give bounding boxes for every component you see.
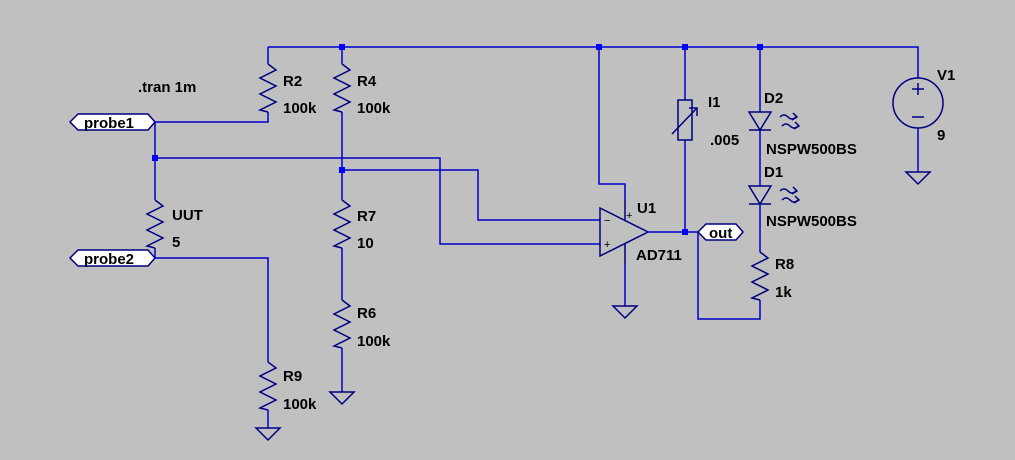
R8-name: R8 [775, 256, 794, 273]
R8-value: 1k [775, 284, 792, 301]
resistor-R9[interactable]: R9 100k [257, 361, 317, 413]
led-D1[interactable]: D1 NSPW500BS [747, 164, 857, 230]
U1-value: AD711 [636, 247, 682, 264]
out-label: out [709, 225, 732, 242]
UUT-value: 5 [172, 234, 180, 251]
net-label-out[interactable]: out [696, 223, 744, 242]
ground-icon [611, 305, 639, 320]
R2-name: R2 [283, 73, 302, 90]
resistor-R2[interactable]: R2 100k [257, 63, 317, 117]
R6-value: 100k [357, 333, 391, 350]
U1-supply-plus-pin: + [626, 210, 632, 222]
R4-value: 100k [357, 100, 391, 117]
U1-name: U1 [637, 200, 656, 217]
V1-value: 9 [937, 127, 945, 144]
resistor-R4[interactable]: R4 100k [331, 63, 391, 117]
I1-name: I1 [708, 94, 721, 111]
probe1-label: probe1 [84, 115, 134, 132]
resistor-R6[interactable]: R6 100k [331, 299, 391, 350]
D1-value: NSPW500BS [766, 213, 857, 230]
D1-name: D1 [764, 164, 783, 181]
R2-value: 100k [283, 100, 317, 117]
resistor-R7[interactable]: R7 10 [331, 199, 376, 252]
U1-noninverting-pin: + [604, 239, 610, 251]
ground-icon [328, 391, 356, 406]
D2-name: D2 [764, 90, 783, 107]
junction-dots [152, 44, 763, 235]
current-source-I1[interactable]: I1 .005 [671, 94, 739, 149]
R7-name: R7 [357, 208, 376, 225]
wires [154, 46, 919, 428]
U1-inverting-pin: − [604, 215, 610, 227]
D2-value: NSPW500BS [766, 141, 857, 158]
R9-value: 100k [283, 396, 317, 413]
voltage-source-V1[interactable]: V1 9 [892, 67, 955, 144]
probe2-label: probe2 [84, 251, 134, 268]
R9-name: R9 [283, 368, 302, 385]
resistor-UUT[interactable]: UUT 5 [144, 199, 203, 251]
resistor-R8[interactable]: R8 1k [749, 251, 794, 301]
net-label-probe1[interactable]: probe1 [68, 113, 156, 132]
ground-icon [904, 171, 932, 186]
R7-value: 10 [357, 235, 374, 252]
light-emission-icon [779, 186, 801, 204]
ground-icon [254, 427, 282, 442]
spice-directive[interactable]: .tran 1m [138, 79, 196, 96]
I1-value: .005 [710, 132, 739, 149]
light-emission-icon [779, 112, 801, 130]
opamp-U1[interactable]: − + + U1 AD711 [599, 200, 682, 264]
R4-name: R4 [357, 73, 377, 90]
V1-name: V1 [937, 67, 955, 84]
UUT-name: UUT [172, 207, 203, 224]
R6-name: R6 [357, 305, 376, 322]
led-D2[interactable]: D2 NSPW500BS [747, 90, 857, 158]
net-label-probe2[interactable]: probe2 [68, 249, 156, 268]
